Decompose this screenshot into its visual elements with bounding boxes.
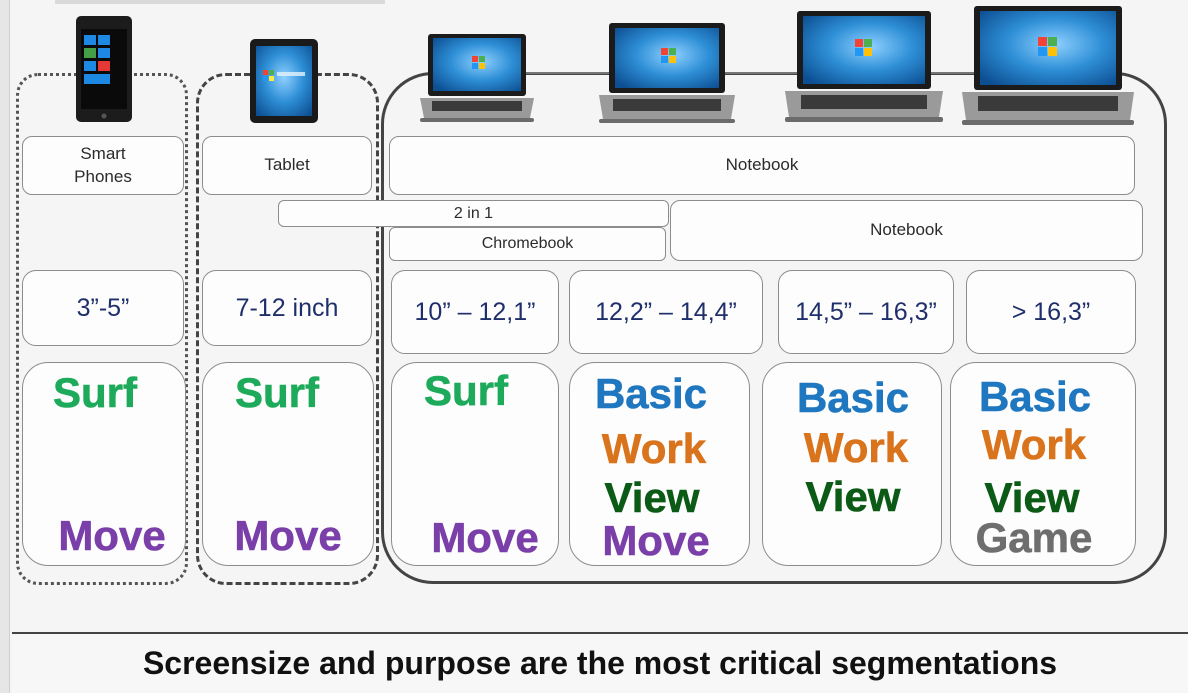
- purpose-surf: Surf: [53, 369, 138, 416]
- purpose-view: View: [805, 473, 901, 520]
- top-remnant-line: [55, 0, 385, 4]
- purpose-work: Work: [601, 425, 707, 472]
- smartphones-label: Smart Phones: [22, 136, 184, 195]
- laptop-image: [962, 6, 1134, 125]
- purpose-box-14-16: [762, 362, 942, 566]
- notebook-label: Notebook: [389, 136, 1135, 195]
- laptop-image: [599, 23, 735, 123]
- purpose-box-tablet: [202, 362, 374, 566]
- left-edge-strip: [0, 0, 10, 693]
- tablet-image: [250, 39, 318, 123]
- purpose-box-10-12: [391, 362, 559, 566]
- size-over-16: > 16,3”: [966, 270, 1136, 354]
- laptop-image: [420, 34, 534, 122]
- purpose-move: Move: [234, 512, 342, 559]
- purpose-surf: Surf: [235, 369, 320, 416]
- purpose-basic: Basic: [796, 374, 910, 421]
- chromebook-label: Chromebook: [389, 227, 666, 261]
- purpose-box-over-16: [950, 362, 1136, 566]
- purpose-work: Work: [981, 421, 1087, 468]
- purpose-move: Move: [58, 512, 166, 559]
- size-tablet: 7-12 inch: [202, 270, 372, 346]
- purpose-box-smartphone: [22, 362, 186, 566]
- size-smartphone: 3”-5”: [22, 270, 184, 346]
- purpose-basic: Basic: [594, 370, 708, 417]
- size-14-16: 14,5” – 16,3”: [778, 270, 954, 354]
- purpose-view: View: [984, 474, 1080, 521]
- purpose-basic: Basic: [978, 373, 1092, 420]
- purpose-surf: Surf: [424, 367, 509, 414]
- smartphone-image: [76, 16, 132, 122]
- notebook-label-secondary: Notebook: [670, 200, 1143, 261]
- purpose-box-12-14: [569, 362, 750, 566]
- two-in-one-label: 2 in 1: [278, 200, 669, 227]
- tablet-label: Tablet: [202, 136, 372, 195]
- caption: Screensize and purpose are the most crit…: [12, 632, 1188, 693]
- purpose-move: Move: [431, 514, 539, 561]
- size-10-12: 10” – 12,1”: [391, 270, 559, 354]
- laptop-image: [785, 11, 943, 122]
- purpose-view: View: [604, 474, 700, 521]
- purpose-work: Work: [803, 424, 909, 471]
- size-12-14: 12,2” – 14,4”: [569, 270, 763, 354]
- purpose-move: Move: [602, 517, 710, 564]
- connector-line: [445, 72, 1105, 74]
- purpose-game: Game: [975, 514, 1093, 561]
